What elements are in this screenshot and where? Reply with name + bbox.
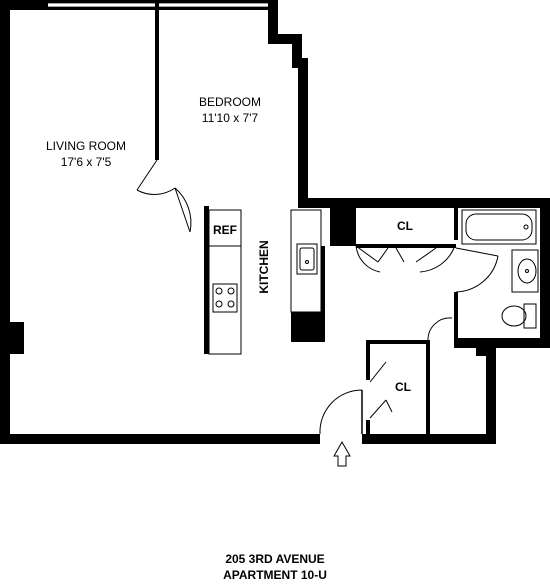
exterior-walls (0, 0, 550, 444)
bath-door (455, 247, 499, 293)
bedroom-dims: 11'10 x 7'7 (202, 111, 259, 125)
entry-arrow-icon (333, 440, 351, 467)
stove-icon (212, 283, 238, 313)
bedroom-name: BEDROOM (199, 95, 261, 109)
bedroom-door (136, 159, 192, 233)
ref-label: REF (213, 223, 237, 237)
closet-top-label: CL (397, 219, 413, 233)
bathtub-icon (461, 209, 537, 245)
address-line2: APARTMENT 10-U (223, 568, 327, 582)
bath-sink-icon (511, 249, 539, 293)
address-line1: 205 3RD AVENUE (225, 552, 324, 566)
sink-icon (296, 243, 318, 275)
closet-bottom-doors (369, 361, 393, 419)
closet-top-doors (355, 245, 455, 273)
kitchen-label: KITCHEN (257, 240, 271, 293)
kitchen-counter-right (290, 209, 322, 313)
hall-door (427, 317, 453, 341)
toilet-icon (501, 303, 537, 329)
living-room-dims: 17'6 x 7'5 (61, 155, 112, 169)
entry-door (319, 389, 363, 435)
interior-walls (155, 0, 458, 440)
closet-bottom-label: CL (395, 380, 411, 394)
kitchen-counter-left (208, 209, 242, 355)
living-room-name: LIVING ROOM (46, 139, 126, 153)
